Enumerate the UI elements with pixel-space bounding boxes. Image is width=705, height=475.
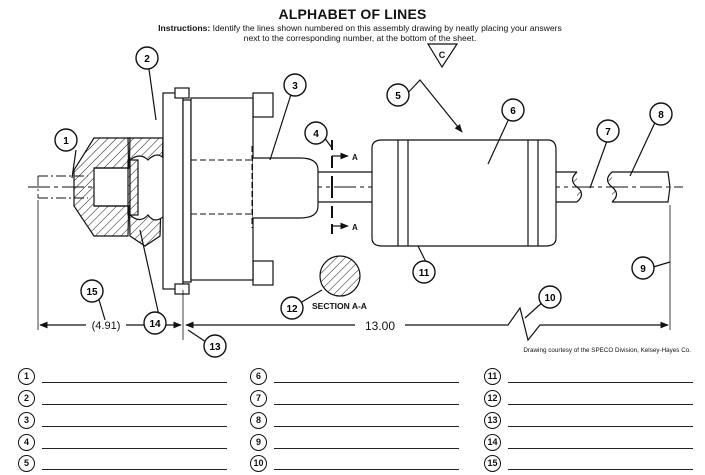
flange-plate	[162, 92, 184, 290]
answer-line[interactable]	[274, 382, 459, 383]
svg-text:11: 11	[419, 268, 430, 279]
callout-5: 5	[386, 83, 410, 107]
instructions-label: Instructions:	[158, 23, 211, 33]
callout-3: 3	[283, 73, 307, 97]
answer-number: 2	[18, 390, 35, 407]
callout-1: 1	[54, 128, 78, 152]
answer-line[interactable]	[508, 448, 693, 449]
svg-text:6: 6	[510, 106, 516, 117]
shaft-neck	[253, 157, 319, 219]
callout-11: 11	[412, 260, 436, 284]
answer-line[interactable]	[508, 426, 693, 427]
callout-6: 6	[501, 98, 525, 122]
answer-number: 5	[18, 455, 35, 472]
callout-2: 2	[135, 46, 159, 70]
svg-text:13: 13	[209, 342, 221, 353]
callout-7: 7	[596, 119, 620, 143]
answer-line[interactable]	[42, 426, 227, 427]
fitting-nut	[73, 137, 166, 247]
answer-number: 3	[18, 412, 35, 429]
answer-number: 13	[484, 412, 501, 429]
callout-12: 12	[280, 296, 304, 320]
svg-text:7: 7	[605, 127, 611, 138]
answer-number: 4	[18, 434, 35, 451]
svg-text:5: 5	[395, 91, 401, 102]
cut-label-bottom: A	[352, 223, 358, 232]
answer-line[interactable]	[274, 469, 459, 470]
break-right	[606, 171, 618, 203]
svg-text:9: 9	[640, 264, 646, 275]
answer-number: 1	[18, 368, 35, 385]
answer-number: 8	[250, 412, 267, 429]
answer-number: 11	[484, 368, 501, 385]
instructions-text: Identify the lines shown numbered on thi…	[212, 23, 562, 43]
dimension-right: 13.00	[365, 319, 395, 333]
finish-mark-label: C	[439, 50, 446, 60]
break-left	[571, 171, 583, 203]
section-aa	[319, 255, 361, 297]
section-label: SECTION A-A	[312, 301, 367, 311]
answer-number: 12	[484, 390, 501, 407]
answer-number: 7	[250, 390, 267, 407]
svg-text:4: 4	[313, 129, 319, 140]
callout-10: 10	[538, 285, 562, 309]
dimension-left: (4.91)	[92, 320, 121, 332]
answer-number: 15	[484, 455, 501, 472]
break-symbol	[405, 306, 669, 342]
answer-line[interactable]	[274, 404, 459, 405]
page-title: ALPHABET OF LINES	[278, 6, 427, 22]
cut-label-top: A	[352, 153, 358, 162]
svg-text:1: 1	[63, 136, 69, 147]
svg-text:8: 8	[658, 110, 664, 121]
finish-triangle	[426, 43, 459, 69]
answer-line[interactable]	[274, 426, 459, 427]
instructions: Instructions: Identify the lines shown n…	[150, 23, 570, 43]
answer-number: 10	[250, 455, 267, 472]
answer-line[interactable]	[42, 382, 227, 383]
assembly-drawing: 1 2 3 4 5 6 7 8 9 10 11 12 13 14 15 A A …	[28, 43, 683, 358]
answer-line[interactable]	[508, 469, 693, 470]
answer-number: 14	[484, 434, 501, 451]
answer-line[interactable]	[508, 382, 693, 383]
callout-8: 8	[649, 102, 673, 126]
svg-text:14: 14	[149, 319, 161, 330]
drawing-credit: Drawing courtesy of the SPECO Division, …	[523, 347, 691, 354]
answer-line[interactable]	[42, 448, 227, 449]
svg-text:2: 2	[144, 54, 150, 65]
answer-sheet: 1 2 3 4 5 6 7 8 9 10 11 12 13 14 15	[0, 360, 705, 475]
answer-line[interactable]	[274, 448, 459, 449]
callout-15: 15	[80, 279, 104, 303]
svg-text:10: 10	[544, 293, 556, 304]
callout-14: 14	[143, 311, 167, 335]
svg-text:12: 12	[286, 304, 298, 315]
callout-4: 4	[304, 121, 328, 145]
housing	[190, 97, 254, 281]
hidden-lines	[191, 146, 293, 228]
callouts: 1 2 3 4 5 6 7 8 9 10 11 12 13 14 15	[54, 46, 673, 358]
callout-13: 13	[203, 334, 227, 358]
svg-text:15: 15	[86, 287, 98, 298]
shaft-body	[371, 139, 557, 247]
answer-number: 6	[250, 368, 267, 385]
callout-9: 9	[631, 256, 655, 280]
svg-text:3: 3	[292, 81, 298, 92]
answer-line[interactable]	[42, 469, 227, 470]
answer-number: 9	[250, 434, 267, 451]
answer-line[interactable]	[508, 404, 693, 405]
answer-line[interactable]	[42, 404, 227, 405]
